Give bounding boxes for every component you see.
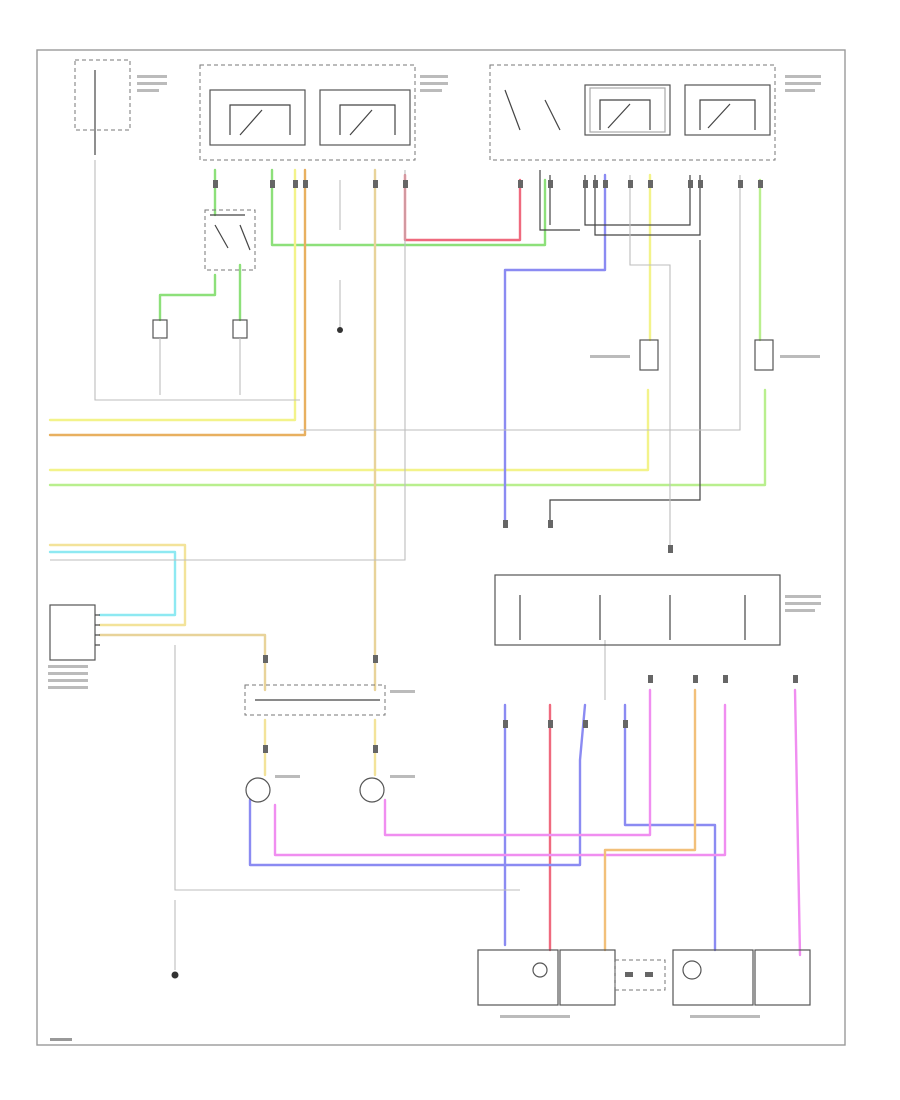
wire-orange-1	[48, 168, 307, 437]
wire-gray-3	[50, 170, 406, 561]
engine-room-relay-block	[199, 64, 416, 161]
wire-orange-2	[603, 688, 697, 952]
diagram-frame	[36, 49, 846, 1046]
wire-magenta-3	[793, 688, 802, 957]
wire-cyan-1	[48, 550, 177, 617]
right-headlamp-assembly	[672, 949, 811, 1006]
wire-blue-4	[623, 703, 717, 952]
wire-blue-1	[503, 173, 607, 522]
relay-block-right	[489, 64, 776, 161]
wire-black-2	[594, 175, 701, 236]
wire-tan-2	[98, 633, 267, 692]
wire-blue-3	[248, 703, 587, 867]
wire-green-6	[48, 388, 767, 487]
wire-gray-2	[629, 175, 671, 545]
wire-magenta-2	[383, 688, 652, 837]
connector-stubs	[213, 180, 798, 753]
wire-tan-3	[48, 543, 187, 627]
left-headlamp-assembly	[477, 949, 616, 1006]
switch-assembly-left	[204, 209, 256, 271]
wire-black-3	[539, 170, 580, 231]
wire-yellow-3	[48, 388, 650, 472]
center-lamp-block	[614, 959, 666, 991]
sensor-right-pair	[639, 339, 774, 371]
wire-gray-5	[300, 175, 741, 431]
wire-green-4	[158, 273, 217, 322]
wire-black-5	[549, 240, 701, 525]
wire-yellow-1	[48, 168, 297, 422]
wire-gray-1	[94, 160, 300, 401]
wire-green-2	[270, 168, 547, 247]
left-connector-block	[49, 604, 100, 661]
wire-red-1	[403, 173, 522, 242]
wire-magenta-1	[273, 703, 727, 857]
lower-control-module	[494, 574, 781, 646]
ground-point-bottom	[171, 971, 179, 979]
sensor-center	[337, 327, 343, 333]
label-marks	[48, 75, 821, 1041]
lamp-left-pair	[152, 319, 248, 395]
top-left-fuse-block	[74, 59, 131, 155]
bulb-socket-assembly	[244, 684, 386, 803]
wire-black-1	[584, 175, 691, 226]
wire-gray-4	[174, 645, 520, 891]
